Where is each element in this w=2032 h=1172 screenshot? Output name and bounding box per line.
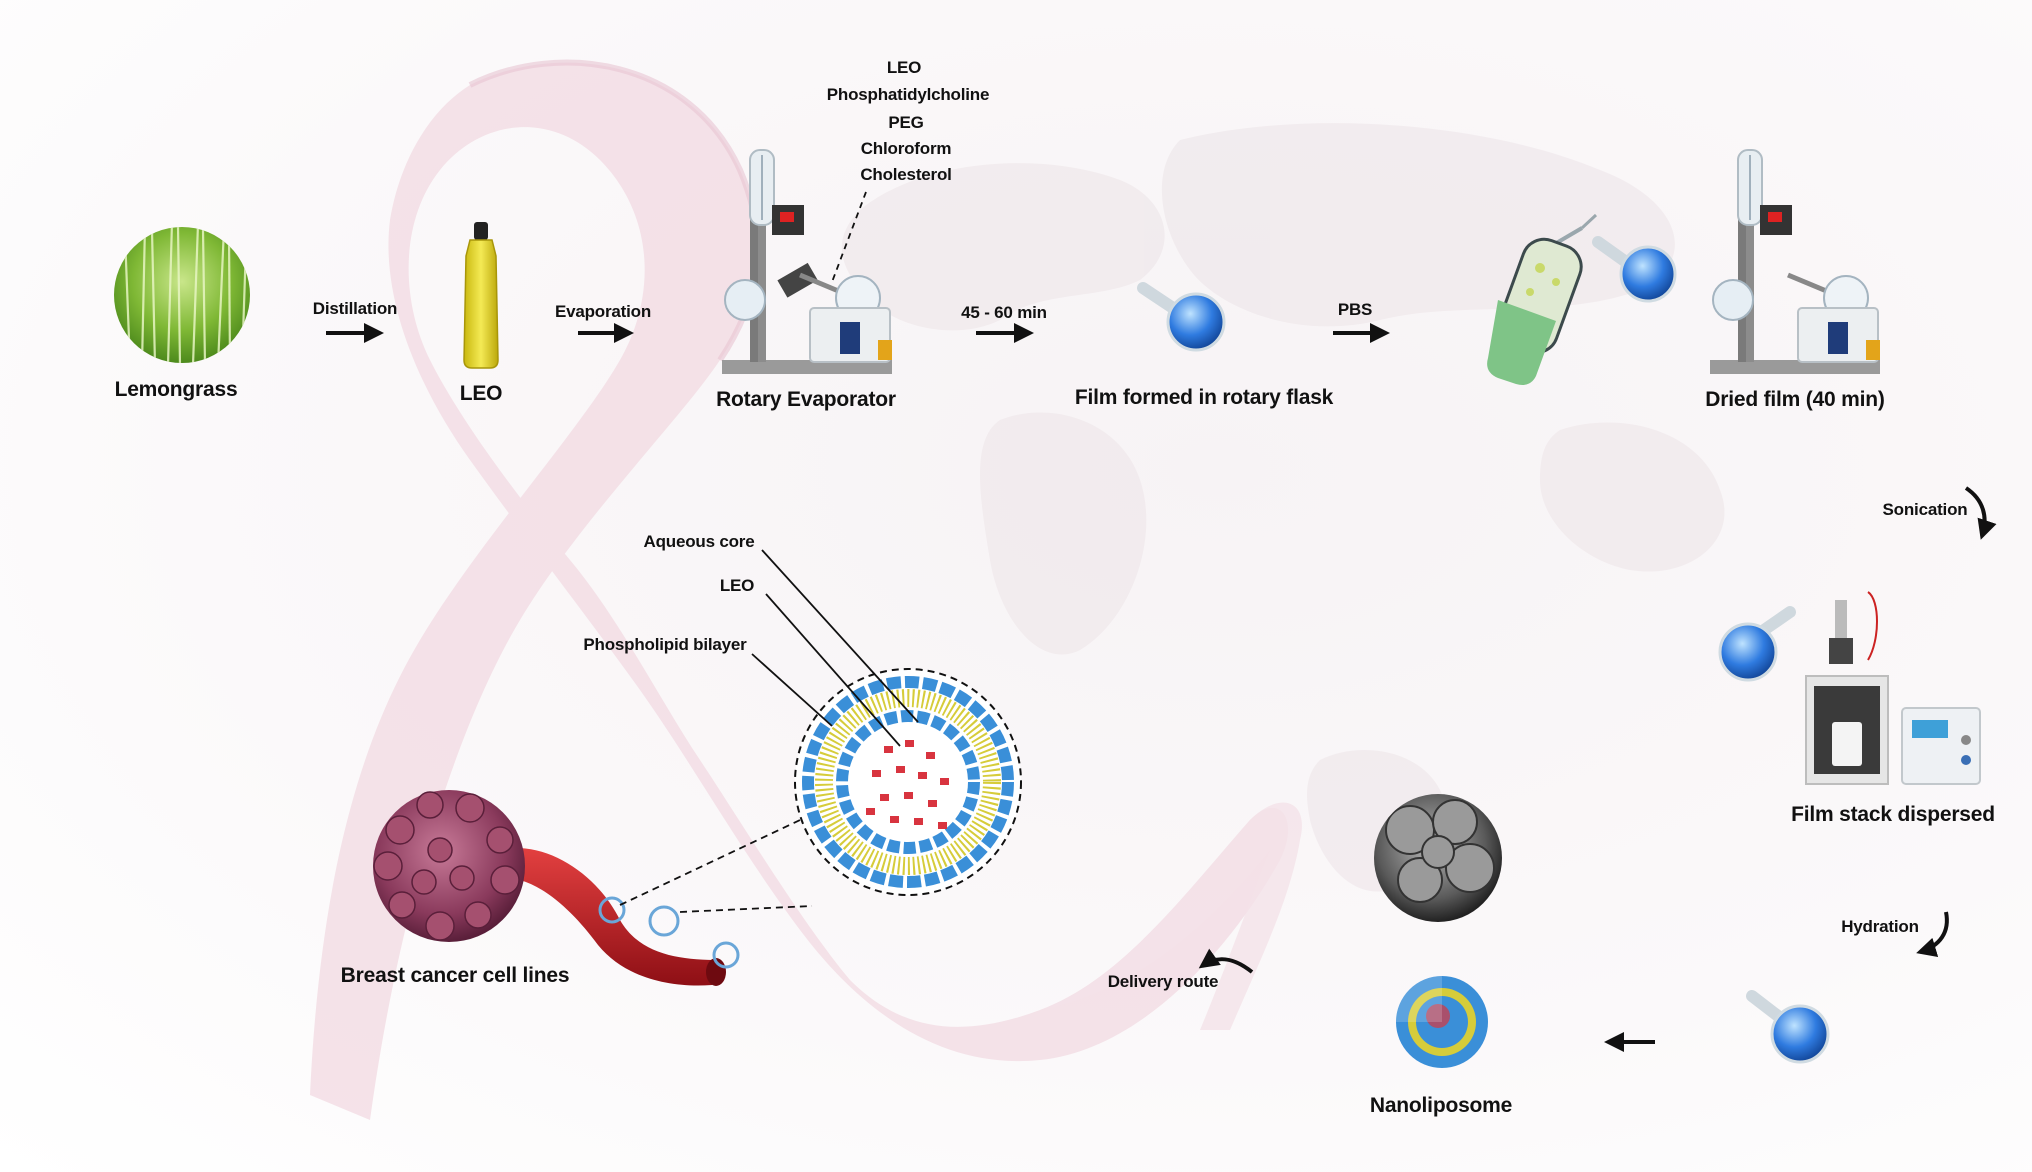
arrow-icon: [1198, 486, 1997, 974]
evaporation-label: Evaporation: [554, 302, 652, 321]
ingredient-phosphatidylcholine: Phosphatidylcholine: [826, 85, 990, 104]
wash-bottle-icon: [1487, 213, 1598, 385]
blood-vessel-icon: [520, 848, 740, 986]
dried-film-label: Dried film (40 min): [1705, 388, 1885, 411]
sem-image-icon: [1374, 794, 1502, 922]
hydration-label: Hydration: [1841, 917, 1919, 936]
rotary-evaporator-icon: [1710, 149, 1880, 374]
rotary-evaporator-icon: [722, 149, 892, 374]
time-label: 45 - 60 min: [961, 303, 1047, 322]
ingredient-leo: LEO: [886, 58, 922, 77]
ingredients-leader-line: [831, 191, 867, 283]
flask-icon: [1746, 990, 1830, 1064]
sonicator-icon: [1805, 591, 1981, 785]
liposome-diagram-icon: [794, 668, 1022, 896]
flask-icon: [1718, 606, 1796, 682]
leo-inner-label: LEO: [719, 576, 755, 595]
distillation-label: Distillation: [312, 299, 398, 318]
ingredient-cholesterol: Cholesterol: [860, 165, 952, 184]
flask-icon: [1592, 236, 1677, 303]
oil-bottle-icon: [463, 222, 499, 369]
label-leader-lines: [751, 549, 919, 747]
film-formed-label: Film formed in rotary flask: [1074, 386, 1334, 409]
lemongrass-label: Lemongrass: [114, 378, 238, 401]
breast-cancer-label: Breast cancer cell lines: [340, 964, 570, 987]
flask-icon: [1137, 282, 1226, 352]
ingredient-chloroform: Chloroform: [860, 139, 952, 158]
ingredient-peg: PEG: [888, 113, 924, 132]
zoom-leader-line-2: [619, 819, 801, 906]
phospholipid-label: Phospholipid bilayer: [583, 635, 747, 654]
delivery-route-label: Delivery route: [1107, 972, 1219, 991]
cancer-cell-icon: [373, 790, 525, 942]
film-stack-label: Film stack dispersed: [1791, 803, 1995, 826]
zoom-leader-line: [679, 905, 813, 913]
sonication-label: Sonication: [1882, 500, 1968, 519]
aqueous-core-label: Aqueous core: [643, 532, 755, 551]
lemongrass-icon: [114, 227, 250, 363]
nanoliposome-icon: [1396, 976, 1488, 1068]
leo-label: LEO: [459, 382, 503, 405]
nanoliposome-label: Nanoliposome: [1369, 1094, 1513, 1117]
rotary-evaporator-label: Rotary Evaporator: [716, 388, 896, 411]
pbs-label: PBS: [1337, 300, 1373, 319]
arrow-icon: [326, 323, 1655, 1052]
